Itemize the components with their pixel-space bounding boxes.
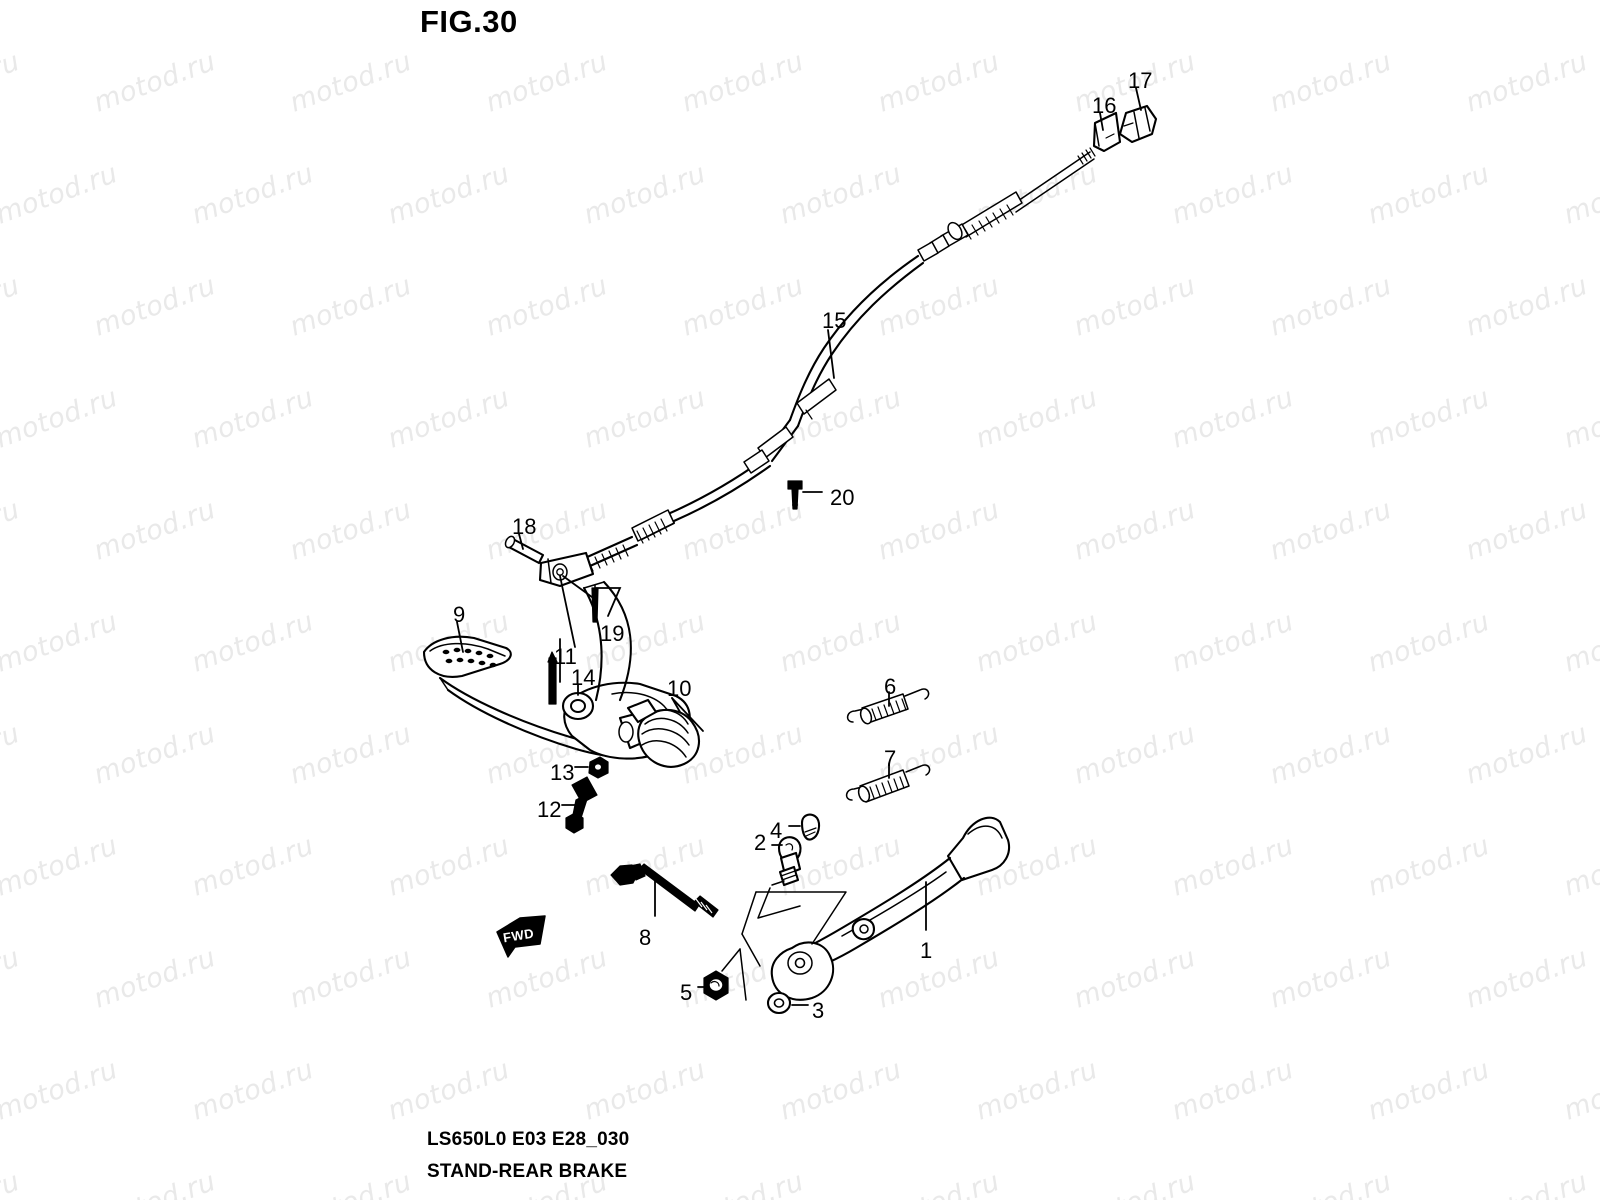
part-stand-nut <box>703 948 747 1001</box>
callout-brake-rod-adjuster-nut: 17 <box>1128 68 1153 93</box>
callout-pedal-pin: 11 <box>554 644 577 669</box>
part-stand-pivot-bolt <box>771 836 802 887</box>
part-pedal-rubber-boot <box>626 698 701 768</box>
part-side-stand <box>741 816 1011 1001</box>
callout-pedal-bushing: 14 <box>571 665 596 690</box>
fwd-arrow-label: FWD <box>502 925 536 946</box>
callout-side-stand: 1 <box>920 938 933 963</box>
part-stopper-bolt <box>787 480 803 510</box>
callout-stand-pivot-bolt: 2 <box>754 830 767 855</box>
callout-rear-brake-rod: 15 <box>822 308 847 333</box>
callout-stand-return-spring-upper: 6 <box>884 674 897 699</box>
callout-long-mounting-bolt: 8 <box>639 925 652 950</box>
callout-brake-pedal: 9 <box>453 602 466 627</box>
part-washer <box>766 991 792 1015</box>
part-rear-brake-rod <box>538 147 1096 588</box>
part-pedal-pin <box>547 651 558 705</box>
callout-stand-return-spring-lower: 7 <box>884 746 897 771</box>
callout-rod-sleeve: 16 <box>1092 93 1117 118</box>
callout-washer: 3 <box>812 998 825 1023</box>
callout-pedal-pivot-bolt: 12 <box>537 797 562 822</box>
callout-clevis-pin: 18 <box>512 514 537 539</box>
part-stand-return-spring-lower <box>845 764 931 803</box>
part-brake-rod-adjuster-nut <box>1118 104 1158 144</box>
part-stand-return-spring-upper <box>846 688 930 725</box>
callout-pedal-rubber-boot: 10 <box>667 676 692 701</box>
callout-cap: 4 <box>770 818 783 843</box>
leader-lines <box>456 87 1142 1006</box>
caption-model-code: LS650L0 E03 E28_030 <box>427 1129 630 1150</box>
caption-assembly-name: STAND-REAR BRAKE <box>427 1161 628 1182</box>
part-clevis-pin <box>504 535 545 565</box>
figure-title: FIG.30 <box>420 4 518 39</box>
fwd-arrow-marker <box>496 915 546 958</box>
part-long-mounting-bolt <box>610 863 719 918</box>
part-pedal-nut <box>588 756 609 779</box>
part-pedal-pivot-bolt <box>565 776 598 834</box>
part-stand-cap <box>800 813 821 841</box>
callout-nut: 5 <box>680 980 693 1005</box>
callout-pedal-nut: 13 <box>550 760 575 785</box>
callout-cotter-pin: 19 <box>600 621 625 646</box>
part-rod-sleeve <box>1092 111 1122 153</box>
callout-stopper-bolt: 20 <box>830 485 855 510</box>
